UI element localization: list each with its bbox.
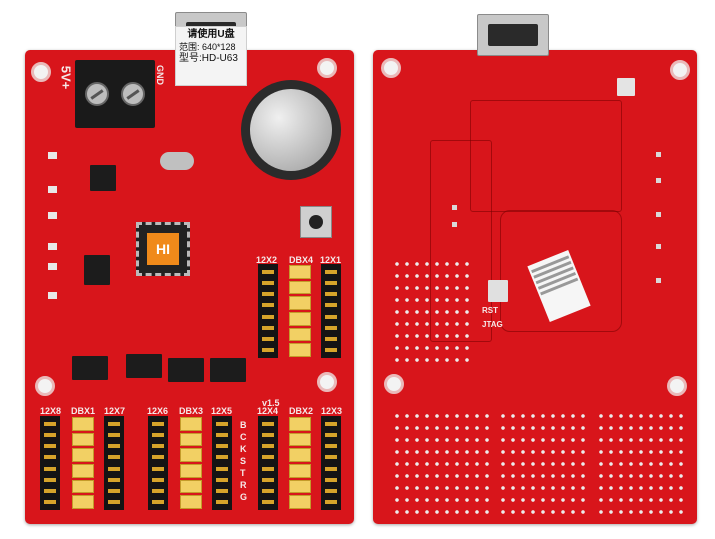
smd-pad: [452, 205, 457, 210]
smd-pad: [656, 178, 661, 183]
copper-trace: [500, 210, 622, 332]
silk-12x8: 12X8: [40, 406, 62, 416]
via-grid: [392, 258, 474, 368]
reset-button: [300, 206, 332, 238]
silk-12x2: 12X2: [256, 255, 278, 265]
silk-pin-b: B: [240, 420, 247, 430]
pin-header-12x2: [258, 264, 278, 358]
silk-pin-g: G: [240, 492, 248, 502]
silk-12x3: 12X3: [321, 406, 343, 416]
mount-hole: [317, 58, 337, 78]
led-pad: [48, 152, 57, 159]
silk-jtag: JTAG: [482, 320, 503, 329]
voltage-regulator: [90, 165, 116, 191]
jtag-pads: [488, 280, 508, 302]
back-square-pad: [617, 78, 635, 96]
pin-header-dbx1: [72, 416, 94, 510]
power-terminal: [75, 60, 155, 128]
silk-rst: RST: [482, 306, 498, 315]
led-pad: [48, 186, 57, 193]
silk-pin-s: S: [240, 456, 247, 466]
sticker-model: 型号:HD-U63: [179, 53, 238, 64]
silk-12x5: 12X5: [211, 406, 233, 416]
silk-dbx4: DBX4: [289, 255, 314, 265]
mount-hole: [667, 376, 687, 396]
smd-pad: [656, 244, 661, 249]
via-grid: [392, 410, 492, 515]
driver-ic: [210, 358, 246, 382]
sticker-title: 请使用U盘: [187, 29, 235, 40]
led-pad: [48, 292, 57, 299]
mcu-chip: HI: [136, 222, 190, 276]
mount-hole: [31, 62, 51, 82]
smd-pad: [656, 212, 661, 217]
copper-trace: [470, 100, 622, 212]
silk-pin-k: K: [240, 444, 247, 454]
led-pad: [48, 212, 57, 219]
silk-version: v1.5: [262, 398, 280, 408]
coin-battery: [241, 80, 341, 180]
mount-hole: [317, 372, 337, 392]
silk-pin-c: C: [240, 432, 247, 442]
pin-header-dbx4: [289, 264, 311, 358]
pin-header-12x8: [40, 416, 60, 510]
silk-dbx3: DBX3: [179, 406, 204, 416]
mount-hole: [670, 60, 690, 80]
via-grid: [498, 410, 590, 515]
silk-pin-r: R: [240, 480, 247, 490]
pin-header-12x3: [321, 416, 341, 510]
silk-5v: 5V+: [58, 65, 74, 90]
via-grid: [596, 410, 688, 515]
pin-header-12x5: [212, 416, 232, 510]
smd-pad: [656, 278, 661, 283]
mount-hole: [35, 376, 55, 396]
led-pad: [48, 263, 57, 270]
driver-ic: [168, 358, 204, 382]
silk-dbx1: DBX1: [71, 406, 96, 416]
smd-pad: [656, 152, 661, 157]
pin-header-12x4: [258, 416, 278, 510]
driver-ic: [126, 354, 162, 378]
pin-header-12x7: [104, 416, 124, 510]
screw: [121, 82, 145, 106]
sticker-range: 范围: 640*128: [179, 42, 236, 52]
led-pad: [48, 243, 57, 250]
silk-12x6: 12X6: [147, 406, 169, 416]
crystal-oscillator: [160, 152, 194, 170]
pin-header-12x6: [148, 416, 168, 510]
silk-dbx2: DBX2: [289, 406, 314, 416]
pin-header-12x1: [321, 264, 341, 358]
usb-sticker: 请使用U盘 范围: 640*128 型号:HD-U63: [175, 26, 247, 86]
mount-hole: [381, 58, 401, 78]
usb-port-back: [477, 14, 549, 56]
silk-pin-t: T: [240, 468, 246, 478]
smd-pad: [452, 222, 457, 227]
silk-12x4: 12X4: [257, 406, 279, 416]
mount-hole: [384, 374, 404, 394]
pin-header-dbx2: [289, 416, 311, 510]
chip-logo: HI: [147, 233, 179, 265]
silk-gnd: GND: [155, 65, 165, 85]
screw: [85, 82, 109, 106]
silk-12x1: 12X1: [320, 255, 342, 265]
silk-12x7: 12X7: [104, 406, 126, 416]
driver-ic: [72, 356, 108, 380]
pin-header-dbx3: [180, 416, 202, 510]
chip-soic: [84, 255, 110, 285]
